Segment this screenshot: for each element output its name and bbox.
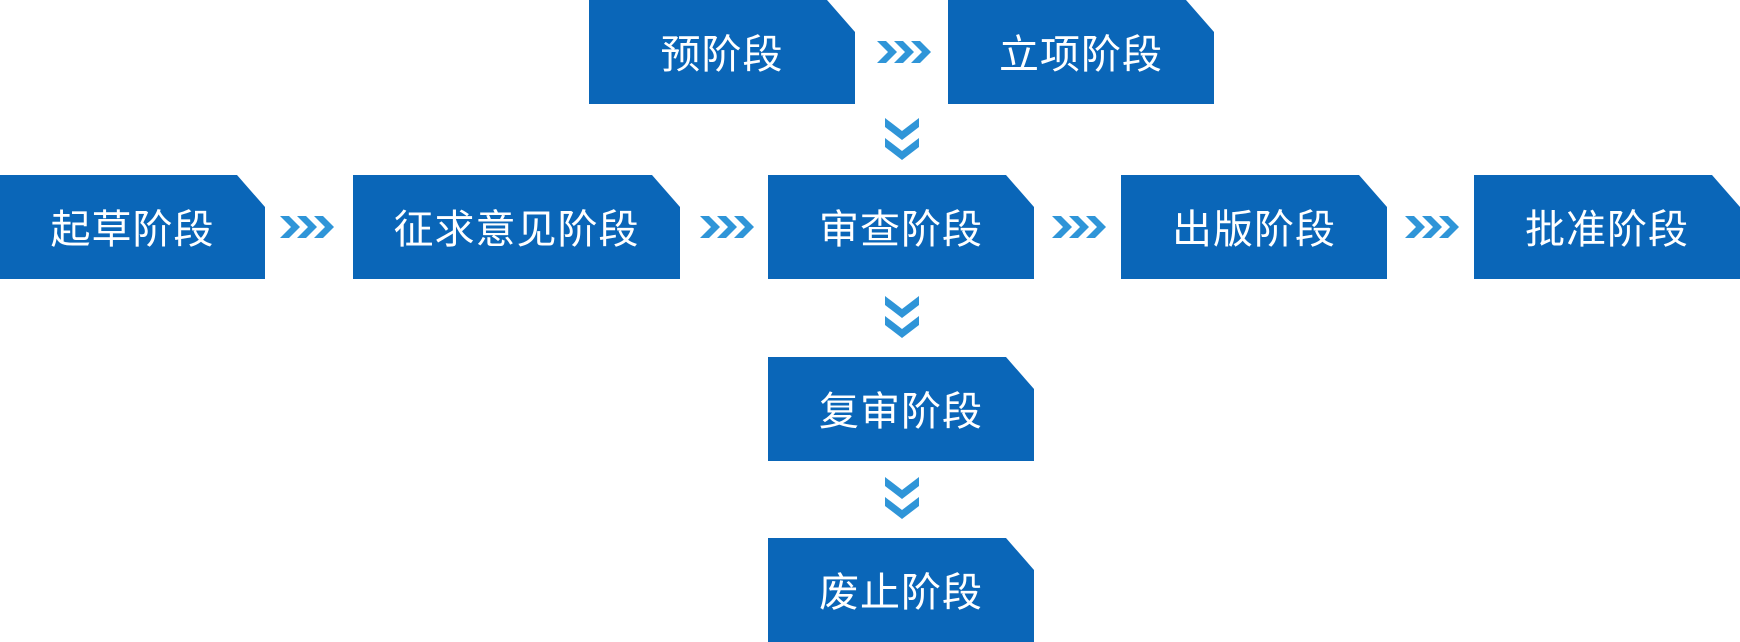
double-chevron-down-icon xyxy=(885,477,919,521)
stage-proposal: 立项阶段 xyxy=(948,0,1214,104)
stage-review-label: 审查阶段 xyxy=(819,207,983,253)
double-chevron-down-icon xyxy=(885,296,919,340)
double-chevron-down-icon xyxy=(885,118,919,162)
triple-chevron-right-icon xyxy=(280,216,336,238)
stage-review: 审查阶段 xyxy=(768,175,1034,279)
stage-rereview: 复审阶段 xyxy=(768,357,1034,461)
stage-approve-label: 批准阶段 xyxy=(1525,207,1689,253)
stage-publish-label: 出版阶段 xyxy=(1172,207,1336,253)
stage-pre: 预阶段 xyxy=(589,0,855,104)
triple-chevron-right-icon xyxy=(1405,216,1461,238)
stage-abolish: 废止阶段 xyxy=(768,538,1034,642)
stage-proposal-label: 立项阶段 xyxy=(999,32,1163,78)
stage-publish: 出版阶段 xyxy=(1121,175,1387,279)
triple-chevron-right-icon xyxy=(877,41,933,63)
stage-draft-label: 起草阶段 xyxy=(50,207,215,253)
stage-approve: 批准阶段 xyxy=(1474,175,1740,279)
stage-draft: 起草阶段 xyxy=(0,175,265,279)
stage-comments-label: 征求意见阶段 xyxy=(393,207,640,253)
triple-chevron-right-icon xyxy=(1052,216,1108,238)
stage-rereview-label: 复审阶段 xyxy=(819,389,983,435)
stage-abolish-label: 废止阶段 xyxy=(819,570,983,616)
stage-pre-label: 预阶段 xyxy=(660,32,784,78)
triple-chevron-right-icon xyxy=(700,216,756,238)
stage-comments: 征求意见阶段 xyxy=(353,175,680,279)
